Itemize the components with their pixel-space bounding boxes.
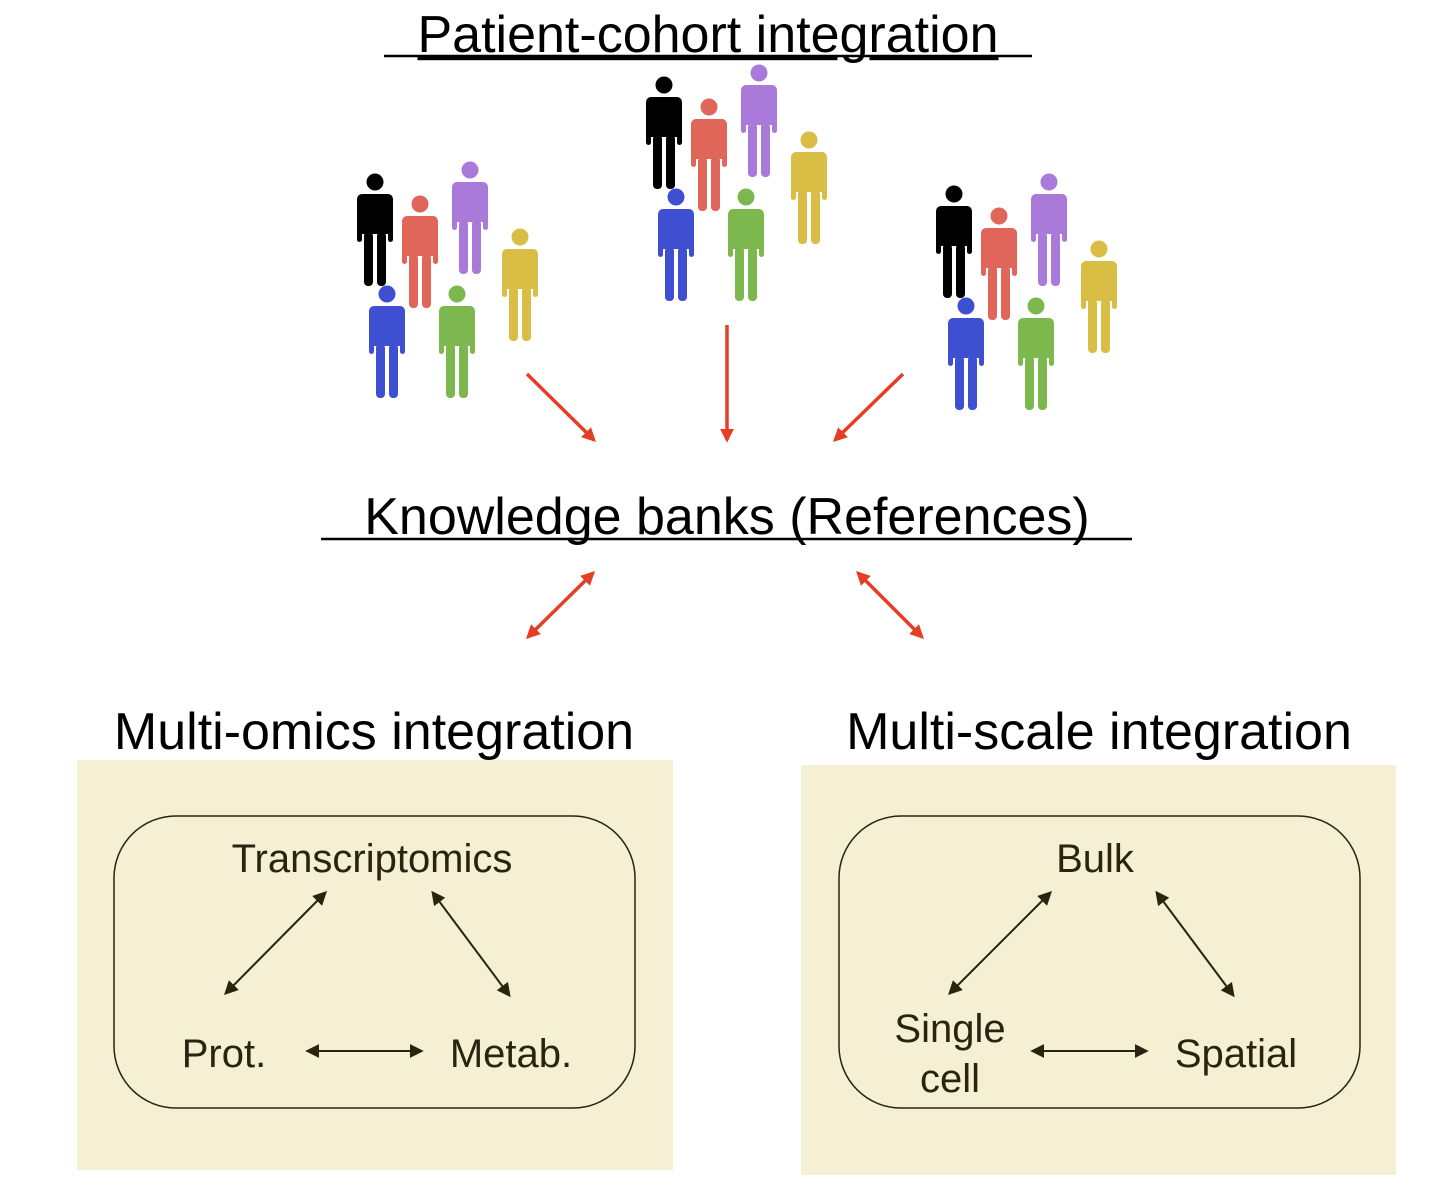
top-title: Patient-cohort integration [417, 6, 998, 64]
node-single-cell-line2: cell [920, 1057, 980, 1101]
person-icon [452, 161, 488, 274]
node-spatial: Spatial [1175, 1032, 1297, 1076]
left-panel-title: Multi-omics integration [114, 703, 634, 761]
person-icon [728, 188, 764, 301]
person-icon [948, 297, 984, 410]
patient-group-right [936, 173, 1117, 410]
arrow-transcriptomics-prot [224, 891, 327, 995]
multi-omics-panel-bg [77, 760, 673, 1170]
arrow-bulk-single-cell [948, 891, 1052, 995]
person-icon [646, 76, 682, 189]
person-icon [1018, 297, 1054, 410]
multi-scale-panel: Bulk Single cell Spatial [801, 765, 1396, 1175]
person-icon [369, 285, 405, 398]
person-icon [791, 131, 827, 244]
node-single-cell-line1: Single [894, 1007, 1005, 1051]
person-icon [1081, 240, 1117, 353]
person-icon [691, 98, 727, 211]
person-icon [402, 195, 438, 308]
middle-title: Knowledge banks (References) [364, 488, 1090, 546]
exchange-arrow-left [526, 571, 595, 639]
multi-omics-panel: Transcriptomics Prot. Metab. [77, 760, 673, 1170]
multi-scale-panel-bg [801, 765, 1396, 1175]
person-icon [357, 173, 393, 286]
multi-scale-inner-frame [838, 815, 1361, 1109]
right-panel-title: Multi-scale integration [846, 703, 1352, 761]
flow-arrow-left [525, 372, 596, 442]
person-icon [741, 64, 777, 177]
node-prot: Prot. [182, 1032, 266, 1076]
flow-arrow-right [832, 372, 905, 442]
person-icon [658, 188, 694, 301]
person-icon [439, 285, 475, 398]
patient-group-center [646, 64, 827, 301]
person-icon [936, 185, 972, 298]
multi-omics-inner-frame [113, 815, 636, 1109]
person-icon [1031, 173, 1067, 286]
arrow-transcriptomics-metab [431, 890, 511, 998]
person-icon [502, 228, 538, 341]
person-icon [981, 207, 1017, 320]
node-transcriptomics: Transcriptomics [232, 837, 513, 881]
node-metab: Metab. [450, 1032, 572, 1076]
arrow-bulk-spatial [1155, 890, 1235, 998]
exchange-arrow-right [856, 571, 924, 639]
node-bulk: Bulk [1056, 837, 1135, 881]
patient-group-left [357, 161, 538, 398]
